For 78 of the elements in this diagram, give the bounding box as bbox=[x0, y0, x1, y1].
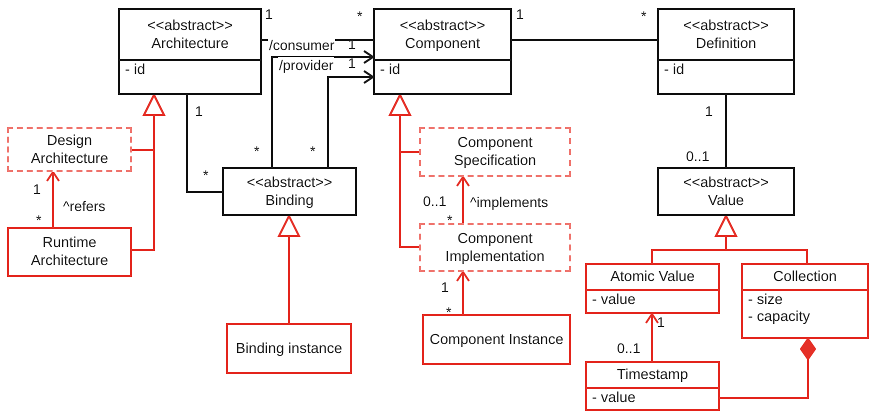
class-box bbox=[7, 127, 132, 172]
attribute-label: - id bbox=[380, 62, 402, 79]
edge-label: ^implements bbox=[469, 194, 550, 210]
multiplicity-label: 0..1 bbox=[617, 340, 640, 356]
multiplicity-label: 1 bbox=[657, 314, 665, 330]
class-box bbox=[419, 127, 571, 177]
association-arrow bbox=[271, 50, 374, 167]
attribute-label: - id bbox=[664, 62, 686, 79]
class-name: Component bbox=[405, 34, 480, 52]
generalization-arrow bbox=[389, 94, 419, 248]
class-name: Definition bbox=[696, 34, 756, 52]
class-box bbox=[585, 263, 720, 314]
attribute-label: - value bbox=[592, 390, 637, 407]
class-box bbox=[118, 8, 262, 95]
class-name: Atomic Value bbox=[610, 268, 695, 286]
edge-label: ^refers bbox=[62, 198, 106, 214]
multiplicity-label: 1 bbox=[195, 103, 203, 119]
association-arrow bbox=[46, 171, 60, 227]
multiplicity-label: * bbox=[447, 212, 452, 228]
association-arrow bbox=[456, 271, 470, 314]
multiplicity-label: 1 bbox=[441, 279, 449, 295]
class-box bbox=[422, 314, 571, 365]
association-arrow bbox=[456, 176, 470, 223]
attribute-label: - capacity bbox=[748, 309, 812, 326]
multiplicity-label: * bbox=[641, 8, 646, 24]
multiplicity-label: * bbox=[203, 167, 208, 183]
multiplicity-label: 1 bbox=[705, 103, 713, 119]
attribute-label: - size bbox=[748, 292, 784, 309]
class-box bbox=[419, 223, 571, 272]
association-line bbox=[512, 39, 657, 41]
class-name: Binding bbox=[265, 192, 314, 210]
class-name: Design Architecture bbox=[30, 132, 110, 168]
generalization-arrow bbox=[132, 94, 165, 251]
class-name: Component Specification bbox=[452, 134, 538, 170]
generalization-arrow bbox=[278, 215, 300, 323]
class-name: Component Implementation bbox=[444, 230, 546, 266]
class-box bbox=[657, 8, 795, 95]
association-line bbox=[725, 95, 727, 167]
class-box bbox=[373, 8, 512, 95]
edge-label: /provider bbox=[278, 57, 334, 73]
multiplicity-label: * bbox=[310, 143, 316, 159]
multiplicity-label: * bbox=[446, 304, 452, 320]
class-box bbox=[741, 263, 869, 339]
association-arrow bbox=[327, 70, 374, 167]
multiplicity-label: 1 bbox=[33, 181, 41, 197]
association-arrow bbox=[645, 313, 659, 361]
association-line bbox=[186, 95, 222, 193]
stereotype-label: <<abstract>> bbox=[683, 174, 769, 192]
composition-line bbox=[720, 338, 816, 399]
stereotype-label: <<abstract>> bbox=[147, 16, 233, 34]
multiplicity-label: 0..1 bbox=[423, 193, 446, 209]
multiplicity-label: 1 bbox=[516, 6, 524, 22]
class-name: Component Instance bbox=[430, 330, 564, 348]
class-box bbox=[7, 227, 132, 277]
class-name: Collection bbox=[773, 268, 837, 286]
stereotype-label: <<abstract>> bbox=[400, 16, 486, 34]
stereotype-label: <<abstract>> bbox=[683, 16, 769, 34]
stereotype-label: <<abstract>> bbox=[246, 174, 332, 192]
attribute-label: - value bbox=[592, 292, 637, 309]
class-name: Runtime Architecture bbox=[30, 234, 110, 270]
edge-label: /consumer bbox=[268, 37, 336, 53]
multiplicity-label: 1 bbox=[265, 6, 273, 22]
multiplicity-label: * bbox=[254, 143, 260, 159]
class-name: Timestamp bbox=[616, 366, 688, 384]
class-box bbox=[657, 167, 795, 216]
class-name: Value bbox=[708, 192, 744, 210]
multiplicity-label: * bbox=[36, 212, 42, 228]
generalization-arrow bbox=[715, 215, 808, 263]
multiplicity-label: * bbox=[357, 8, 362, 24]
multiplicity-label: 1 bbox=[348, 36, 356, 52]
class-name: Binding instance bbox=[236, 340, 342, 358]
class-box bbox=[222, 167, 357, 216]
attribute-label: - id bbox=[125, 62, 146, 79]
class-box bbox=[226, 323, 352, 374]
class-name: Architecture bbox=[151, 34, 229, 52]
class-box bbox=[585, 361, 720, 411]
multiplicity-label: 1 bbox=[348, 55, 356, 71]
multiplicity-label: 0..1 bbox=[686, 148, 710, 164]
